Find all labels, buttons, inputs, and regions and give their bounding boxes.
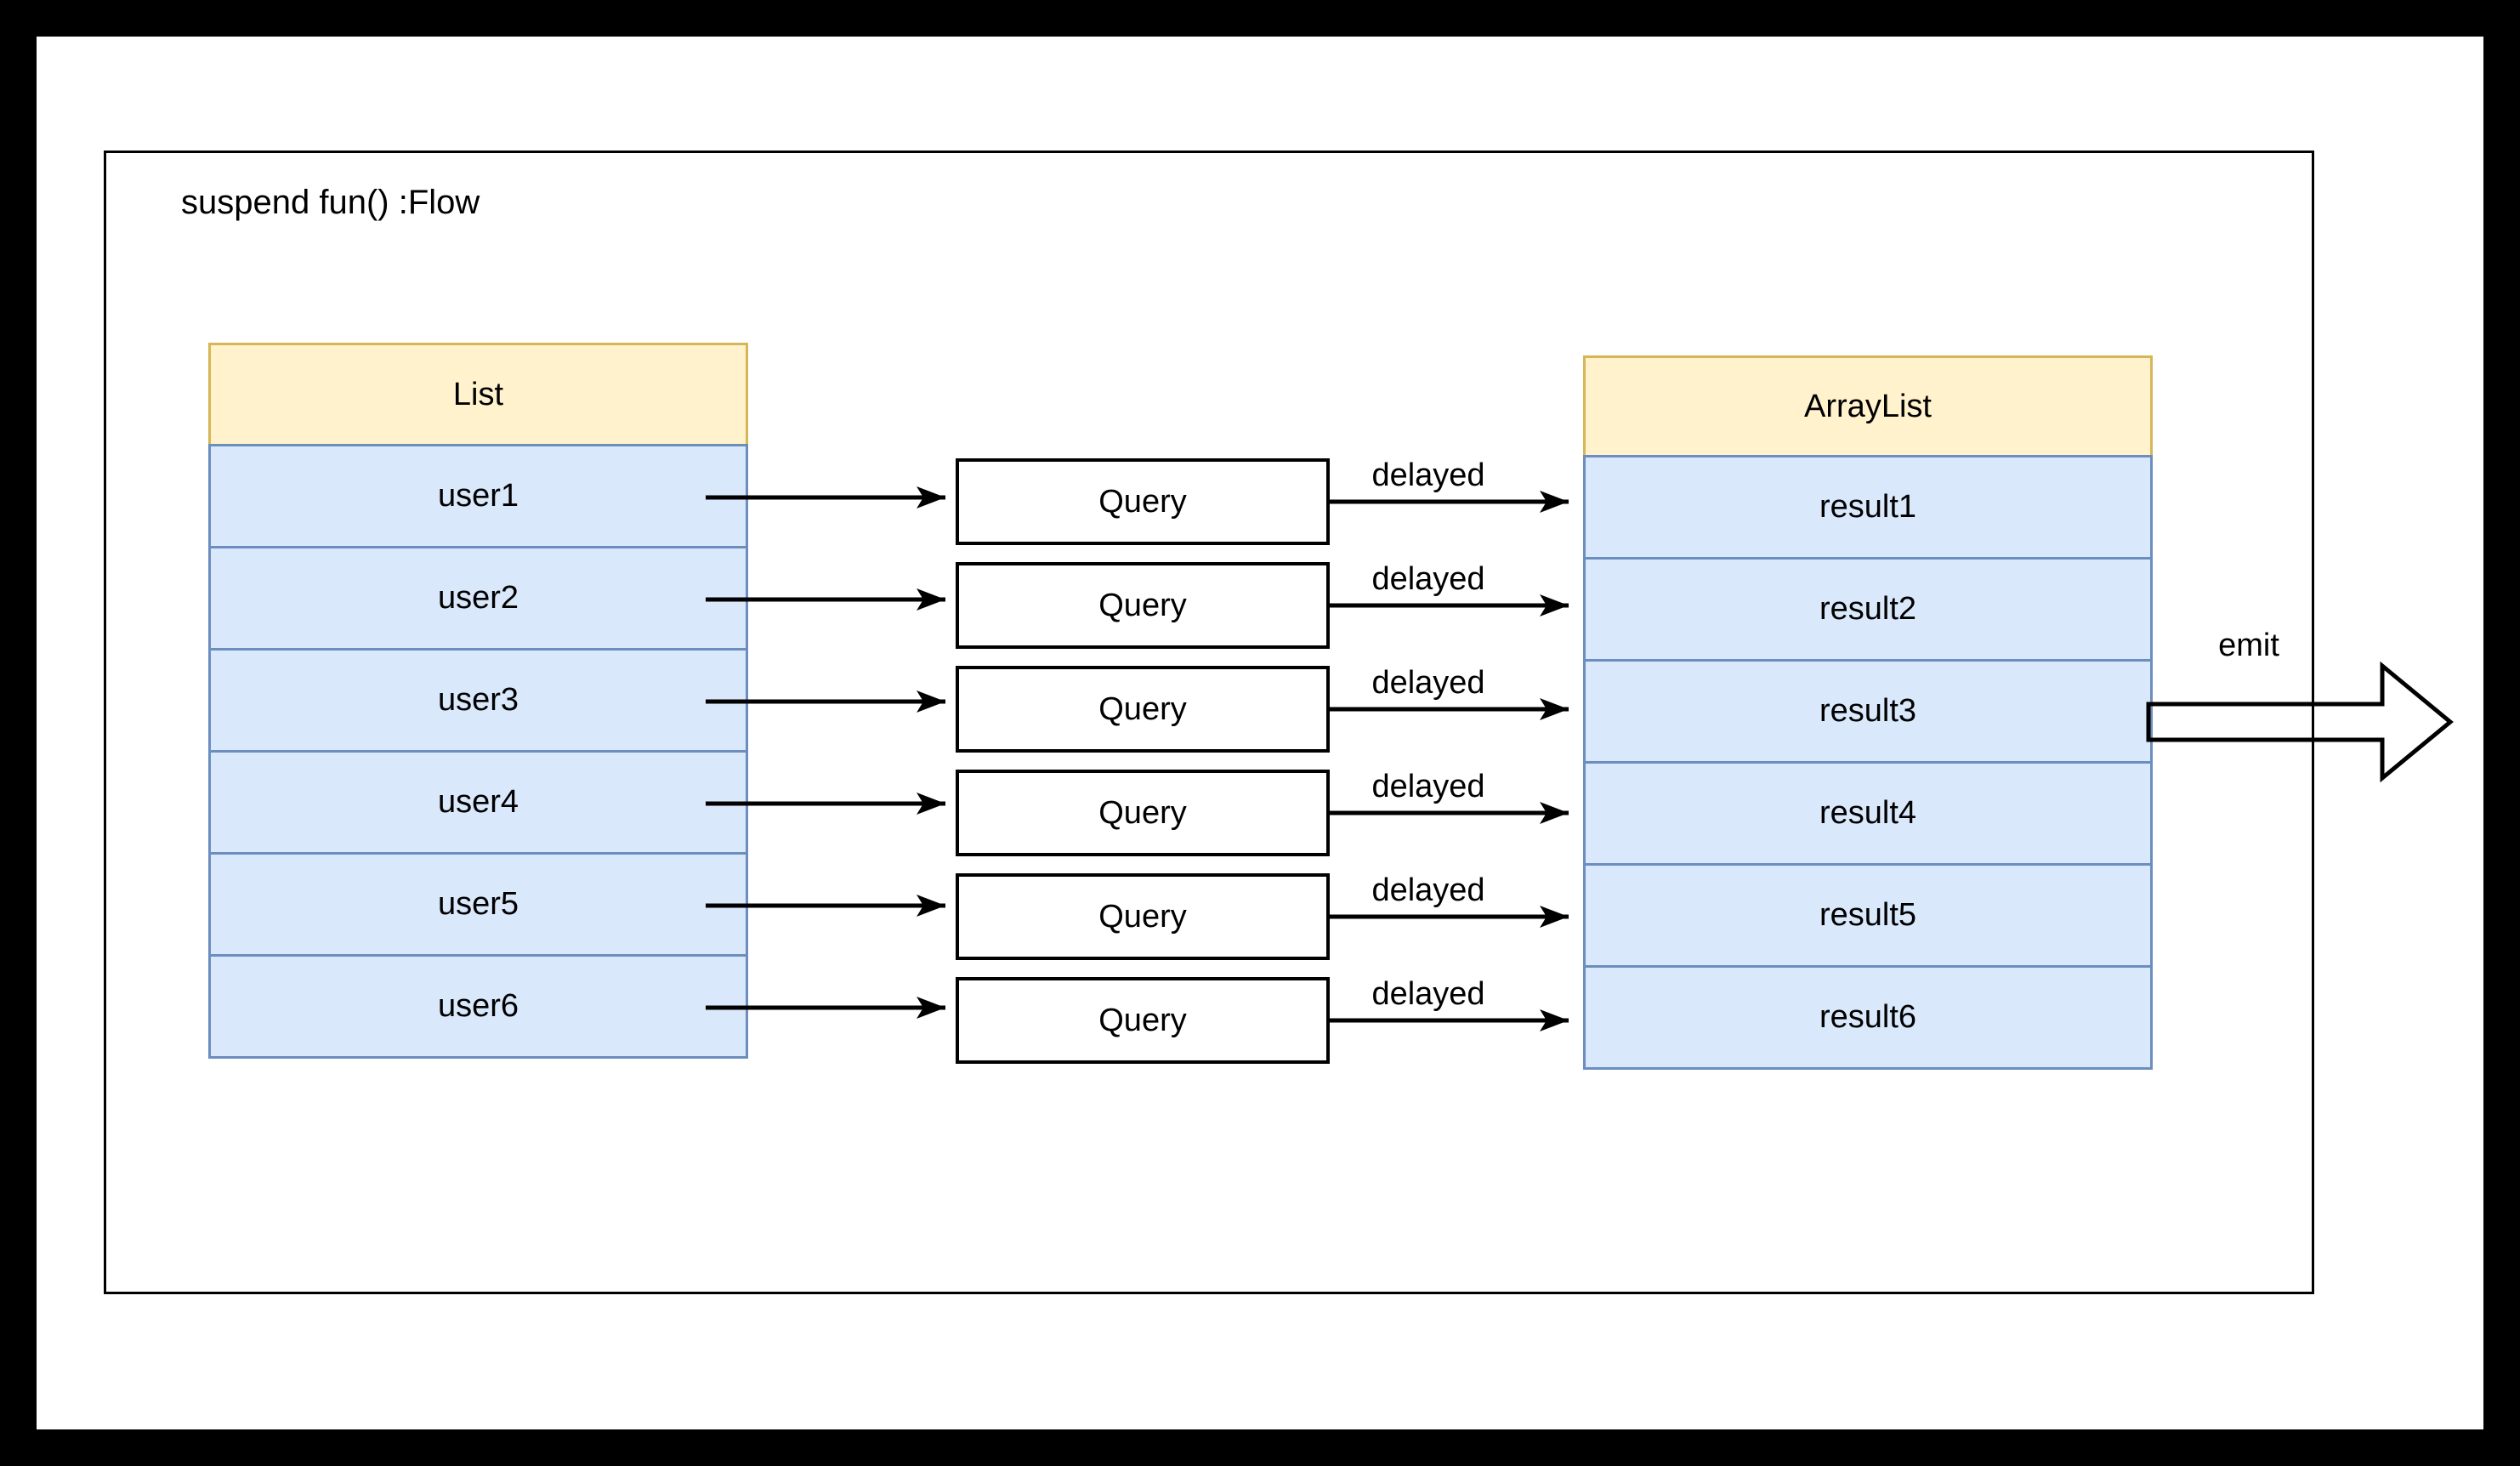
delayed-label: delayed	[1371, 457, 1485, 493]
table-row: user6	[208, 954, 748, 1059]
query-box: Query	[956, 873, 1330, 960]
query-box: Query	[956, 562, 1330, 649]
query-box: Query	[956, 458, 1330, 545]
arraylist-table: ArrayList result1 result2 result3 result…	[1583, 355, 2153, 1070]
frame-title: suspend fun() :Flow	[181, 184, 480, 221]
table-row: result1	[1583, 455, 2153, 560]
table-row: result5	[1583, 863, 2153, 968]
table-row: result4	[1583, 761, 2153, 866]
delayed-label: delayed	[1371, 976, 1485, 1012]
list-table: List user1 user2 user3 user4 user5 user6	[208, 343, 748, 1059]
table-row: user3	[208, 648, 748, 753]
query-box: Query	[956, 666, 1330, 753]
emit-label: emit	[2218, 628, 2279, 663]
delayed-label: delayed	[1371, 872, 1485, 908]
table-row: result3	[1583, 659, 2153, 764]
arraylist-table-header: ArrayList	[1583, 355, 2153, 457]
list-table-header: List	[208, 343, 748, 446]
table-row: user5	[208, 852, 748, 957]
delayed-label: delayed	[1371, 769, 1485, 804]
table-row: user4	[208, 750, 748, 855]
delayed-label: delayed	[1371, 665, 1485, 701]
delayed-label: delayed	[1371, 561, 1485, 597]
table-row: user2	[208, 546, 748, 651]
table-row: result2	[1583, 557, 2153, 662]
table-row: result6	[1583, 965, 2153, 1070]
table-row: user1	[208, 444, 748, 548]
query-box: Query	[956, 977, 1330, 1064]
query-box: Query	[956, 770, 1330, 856]
